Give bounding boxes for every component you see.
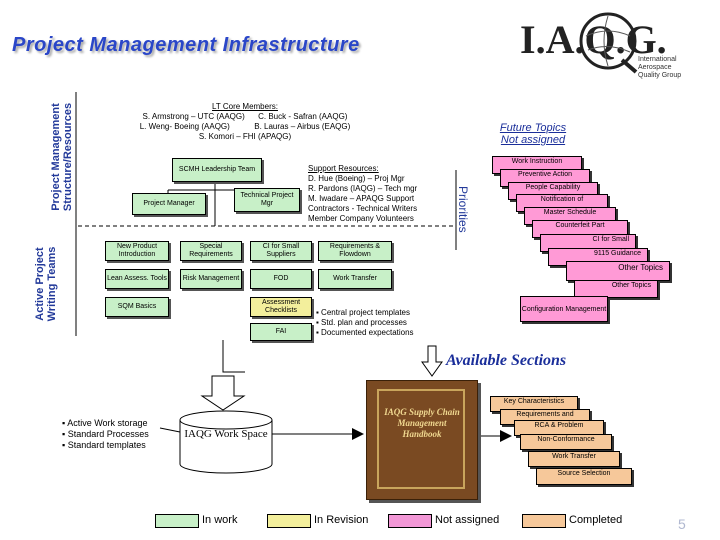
iaqg-logo: I.A.Q.G. International Aerospace Quality… (520, 8, 710, 80)
handbook-title: IAQG Supply Chain Management Handbook (384, 407, 460, 439)
support-line: D. Hue (Boeing) – Proj Mgr (308, 174, 405, 183)
workspace-label: IAQG Work Space (184, 428, 268, 440)
bullet-item: ▪ Standard templates (62, 440, 146, 450)
handbook-cover: IAQG Supply Chain Management Handbook (366, 380, 478, 500)
future-card: Other Topics (574, 280, 658, 298)
project-templates-list: ▪ Central project templates ▪ Std. plan … (316, 308, 466, 338)
legend-label-completed: Completed (569, 514, 623, 526)
available-card: Work Transfer (528, 451, 620, 467)
legend-label-not-assigned: Not assigned (435, 514, 500, 526)
team-label: FAI (275, 328, 287, 335)
lt-core-line3: S. Komori – FHI (APAQG) (198, 132, 292, 141)
team-label: Risk Management (182, 275, 240, 282)
support-line: M. Iwadare – APAQG Support (308, 194, 415, 203)
legend-label-in-work: In work (202, 514, 238, 526)
page-number: 5 (678, 516, 686, 532)
team-label: CI for Small Suppliers (262, 243, 300, 258)
lt-core-members: LT Core Members: S. Armstrong – UTC (AAQ… (95, 102, 395, 142)
team-label: Special Requirements (189, 243, 233, 258)
legend-swatch-in-work (155, 514, 199, 528)
available-sections-heading: Available Sections (446, 352, 567, 369)
technical-pm-box: Technical Project Mgr (234, 188, 300, 212)
team-assessment-checklists: Assessment Checklists (250, 297, 312, 317)
team-label: Assessment Checklists (261, 299, 301, 314)
future-heading-line2: Not assigned (500, 134, 566, 146)
team-risk-management: Risk Management (180, 269, 242, 289)
legend-swatch-not-assigned (388, 514, 432, 528)
team-work-transfer: Work Transfer (318, 269, 392, 289)
logo-subtitle-line1: International Aerospace (638, 56, 677, 71)
team-label: Requirements & Flowdown (329, 243, 381, 258)
configuration-management-card: Configuration Management (520, 296, 608, 322)
bullet-item: ▪ Central project templates (316, 308, 410, 317)
team-label: SQM Basics (117, 303, 157, 310)
support-line: Contractors - Technical Writers (308, 204, 418, 213)
legend-swatch-completed (522, 514, 566, 528)
project-manager-box: Project Manager (132, 193, 206, 215)
lt-core-line1: S. Armstrong – UTC (AAQG) C. Buck - Safr… (142, 112, 348, 121)
bullet-item: ▪ Documented expectations (316, 328, 414, 337)
legend-swatch-in-revision (267, 514, 311, 528)
support-line: R. Pardons (IAQG) – Tech mgr (308, 184, 418, 193)
team-label: FOD (273, 275, 289, 282)
lt-core-heading: LT Core Members: (212, 102, 278, 111)
legend-label-in-revision: In Revision (314, 514, 369, 526)
bullet-item: ▪ Std. plan and processes (316, 318, 407, 327)
team-label: Lean Assess. Tools (107, 275, 167, 282)
logo-subtitle-line2: Quality Group (638, 72, 682, 79)
team-fai: FAI (250, 323, 312, 341)
team-new-product: New Product Introduction (105, 241, 169, 261)
available-card: Non-Conformance (520, 434, 612, 450)
logo-subtitle: International Aerospace Quality Group (638, 56, 710, 80)
lt-core-line2: L. Weng- Boeing (AAQG) B. Lauras – Airbu… (139, 122, 351, 131)
globe-icon (579, 12, 638, 74)
bullet-item: ▪ Standard Processes (62, 429, 149, 439)
team-ci-small-suppliers: CI for Small Suppliers (250, 241, 312, 261)
team-label: Work Transfer (333, 275, 377, 282)
future-topics-heading: Future Topics Not assigned (488, 122, 578, 146)
priorities-label: Priorities (456, 186, 470, 233)
workspace-bullets: ▪ Active Work storage ▪ Standard Process… (62, 418, 172, 451)
team-sqm-basics: SQM Basics (105, 297, 169, 317)
technical-pm-label: Technical Project Mgr (240, 192, 294, 207)
scmh-leadership-box: SCMH Leadership Team (172, 158, 262, 182)
support-resources: Support Resources: D. Hue (Boeing) – Pro… (308, 164, 448, 224)
team-requirements-flowdown: Requirements & Flowdown (318, 241, 392, 261)
team-label: New Product Introduction (116, 243, 158, 258)
workspace-cylinder (179, 410, 273, 474)
scmh-label: SCMH Leadership Team (178, 166, 256, 173)
logo-letters: I.A.Q.G. (520, 17, 667, 62)
team-lean-assess: Lean Assess. Tools (105, 269, 169, 289)
future-card: Other Topics (566, 261, 670, 281)
project-manager-label: Project Manager (143, 200, 195, 207)
team-fod: FOD (250, 269, 312, 289)
future-heading-line1: Future Topics (499, 122, 567, 134)
page-title: Project Management Infrastructure (12, 34, 360, 56)
available-card: Source Selection (536, 468, 632, 485)
support-heading: Support Resources: (308, 164, 379, 173)
team-special-requirements: Special Requirements (180, 241, 242, 261)
bullet-item: ▪ Active Work storage (62, 418, 148, 428)
configuration-label: Configuration Management (521, 305, 607, 313)
support-line: Member Company Volunteers (308, 214, 414, 223)
